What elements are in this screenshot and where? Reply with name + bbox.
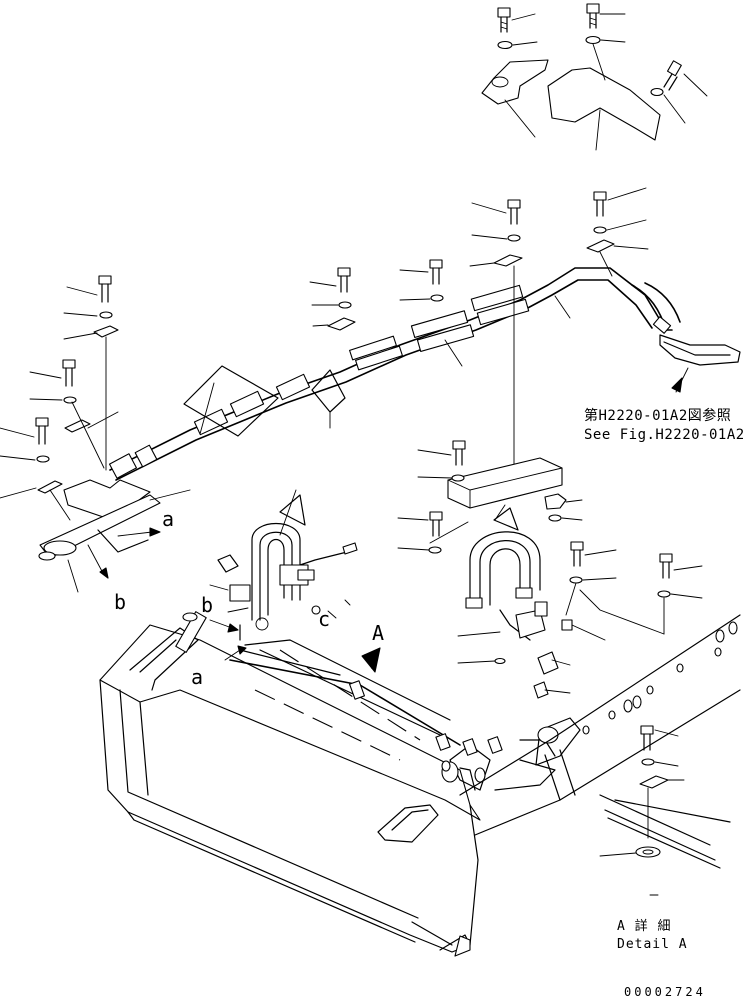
top-bracket-assembly	[481, 3, 708, 151]
leader-arrows	[209, 619, 381, 673]
bolt-u7	[586, 187, 649, 277]
page-number: 00002724	[624, 985, 706, 999]
bolt-r4	[565, 541, 617, 616]
washer-r8	[457, 631, 506, 665]
bolt-u5	[399, 259, 444, 302]
reference-note-en: See Fig.H2220-01A2	[584, 427, 744, 443]
bolt-top-3	[650, 60, 708, 124]
bolt-r1	[417, 440, 466, 482]
center-hose-assembly	[209, 489, 358, 631]
nut-r3	[544, 493, 583, 522]
upper-pipe-run	[108, 267, 741, 481]
detail-title-jp: A 詳 細	[617, 918, 671, 934]
callout-c: c	[318, 607, 330, 631]
right-hose-assembly	[429, 457, 563, 641]
boom-arm	[459, 614, 741, 836]
hose-end-left	[108, 444, 158, 479]
blade-frame	[99, 611, 581, 957]
bolt-r2	[397, 511, 443, 554]
callout-b-left: b	[114, 590, 126, 614]
fitting-r7	[533, 651, 571, 699]
detail-a-section	[599, 725, 731, 896]
fitting-r6	[561, 619, 606, 641]
bolt-u2	[29, 359, 119, 469]
bolt-r5	[579, 553, 703, 635]
detail-title-en: Detail A	[617, 937, 688, 952]
callout-a-lower: a	[191, 665, 203, 689]
fastener-group-right	[397, 440, 703, 699]
bolt-top-1	[497, 7, 538, 50]
callout-a-right: a	[162, 507, 174, 531]
bolt-u3	[0, 417, 71, 521]
bolt-u1	[63, 275, 119, 471]
callout-b-center: b	[201, 593, 213, 617]
coupler-center	[410, 284, 530, 353]
view-a-label: A	[372, 621, 384, 645]
bolt-u4	[309, 267, 356, 331]
bolt-u6	[469, 199, 523, 471]
clamp-block-mid	[349, 335, 403, 371]
reference-note-jp: 第H2220-01A2図参照	[584, 407, 731, 424]
bolt-top-2	[585, 3, 626, 45]
fastener-group-upper	[0, 187, 649, 521]
left-arm-assembly	[38, 479, 191, 593]
